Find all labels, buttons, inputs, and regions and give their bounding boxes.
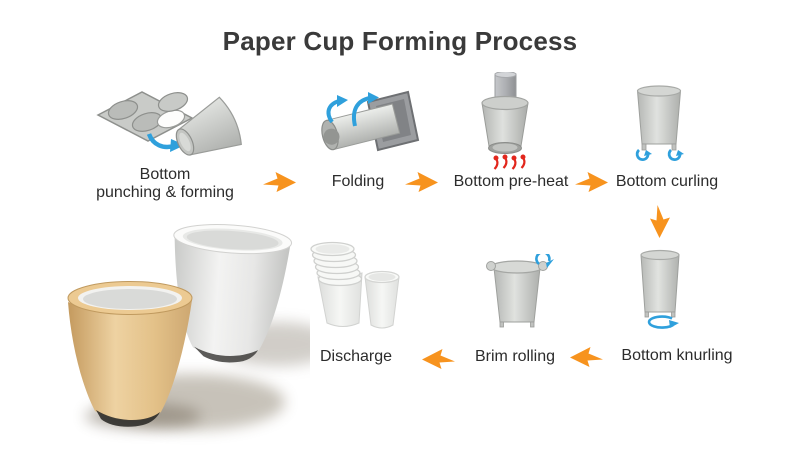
curl-arrowheads bbox=[644, 150, 684, 156]
page-title: Paper Cup Forming Process bbox=[222, 26, 578, 56]
rotation-arrowheads bbox=[337, 92, 379, 107]
single-cup-icon bbox=[364, 270, 400, 329]
step-label-folding: Folding bbox=[331, 173, 385, 190]
finished-cup-white bbox=[173, 223, 293, 363]
rotation-arrow-icon bbox=[146, 133, 185, 152]
folding-illustration bbox=[321, 90, 420, 152]
step-label-bottom-punching-forming: Bottom punching & forming bbox=[70, 166, 260, 201]
flow-arrow-right-icon bbox=[263, 172, 296, 192]
knurl-rotation-arrow-icon bbox=[647, 315, 679, 329]
flow-arrow-down-icon bbox=[650, 205, 670, 238]
punched-sheet-icon bbox=[96, 91, 194, 142]
bottom-pre-heat-illustration bbox=[481, 72, 529, 170]
formed-cup-side-icon bbox=[175, 96, 242, 156]
flow-arrow-left-icon bbox=[570, 347, 603, 367]
folding-mandrel-icon bbox=[321, 103, 401, 151]
step-label-line1: Bottom bbox=[139, 166, 191, 183]
brim-rotation-arrow-icon bbox=[535, 254, 554, 268]
brim-rolled-cup-icon bbox=[486, 260, 548, 328]
rotation-arrows-icon bbox=[326, 96, 371, 127]
discharge-illustration bbox=[310, 241, 400, 329]
step-label-bottom-curling: Bottom curling bbox=[615, 173, 719, 190]
inverted-cup-icon bbox=[481, 95, 529, 154]
bottom-punching-forming-illustration bbox=[96, 91, 242, 156]
flow-arrow-right-icon bbox=[405, 172, 438, 192]
heat-marks-icon bbox=[493, 154, 526, 170]
brim-rolling-illustration bbox=[486, 254, 554, 328]
step-label-bottom-knurling: Bottom knurling bbox=[621, 347, 733, 364]
curl-arrows-icon bbox=[635, 148, 682, 162]
finished-cup-tan bbox=[67, 281, 193, 427]
flow-arrow-right-icon bbox=[575, 172, 608, 192]
inverted-cup-icon bbox=[636, 85, 682, 151]
step-label-bottom-pre-heat: Bottom pre-heat bbox=[453, 173, 569, 190]
cup-stack-icon bbox=[310, 241, 363, 327]
bottom-curling-illustration bbox=[635, 85, 684, 162]
bottom-knurling-illustration bbox=[640, 249, 680, 329]
inverted-cup-icon bbox=[640, 249, 680, 318]
step-label-discharge: Discharge bbox=[319, 348, 393, 365]
flow-arrow-left-icon bbox=[422, 349, 455, 369]
step-label-brim-rolling: Brim rolling bbox=[474, 348, 555, 365]
preheat-mandrel-icon bbox=[494, 72, 517, 102]
step-label-line2: punching & forming bbox=[96, 183, 234, 201]
finished-paper-cups-image bbox=[67, 223, 310, 430]
